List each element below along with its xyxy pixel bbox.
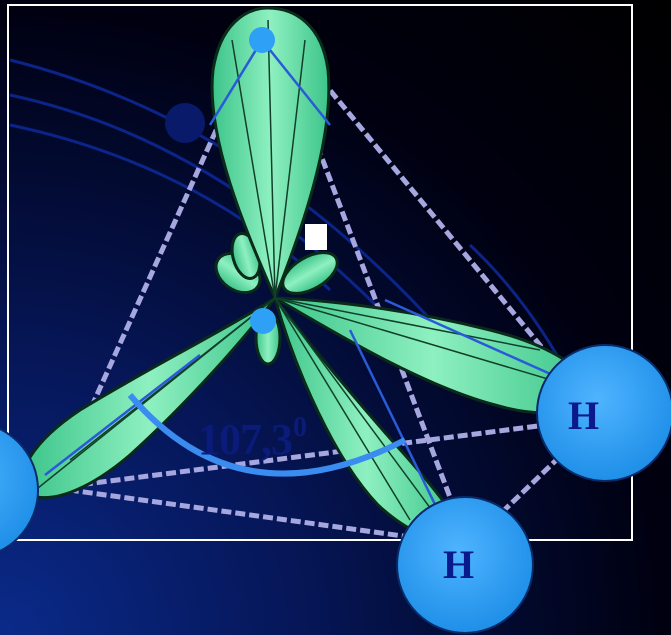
electron-dot-top bbox=[249, 27, 275, 53]
bond-angle-value: 107,3 bbox=[198, 415, 292, 464]
hydrogen-label-right: H bbox=[568, 392, 599, 439]
bond-angle-label: 107,30 bbox=[198, 412, 306, 465]
hydrogen-label-bottom: H bbox=[443, 541, 474, 588]
bond-angle-degree: 0 bbox=[293, 412, 306, 443]
background-sphere bbox=[165, 103, 205, 143]
white-marker bbox=[305, 224, 327, 250]
hydrogen-atom-left bbox=[0, 422, 38, 558]
hydrogen-atom-right bbox=[537, 345, 671, 481]
nucleus-dot bbox=[250, 308, 276, 334]
